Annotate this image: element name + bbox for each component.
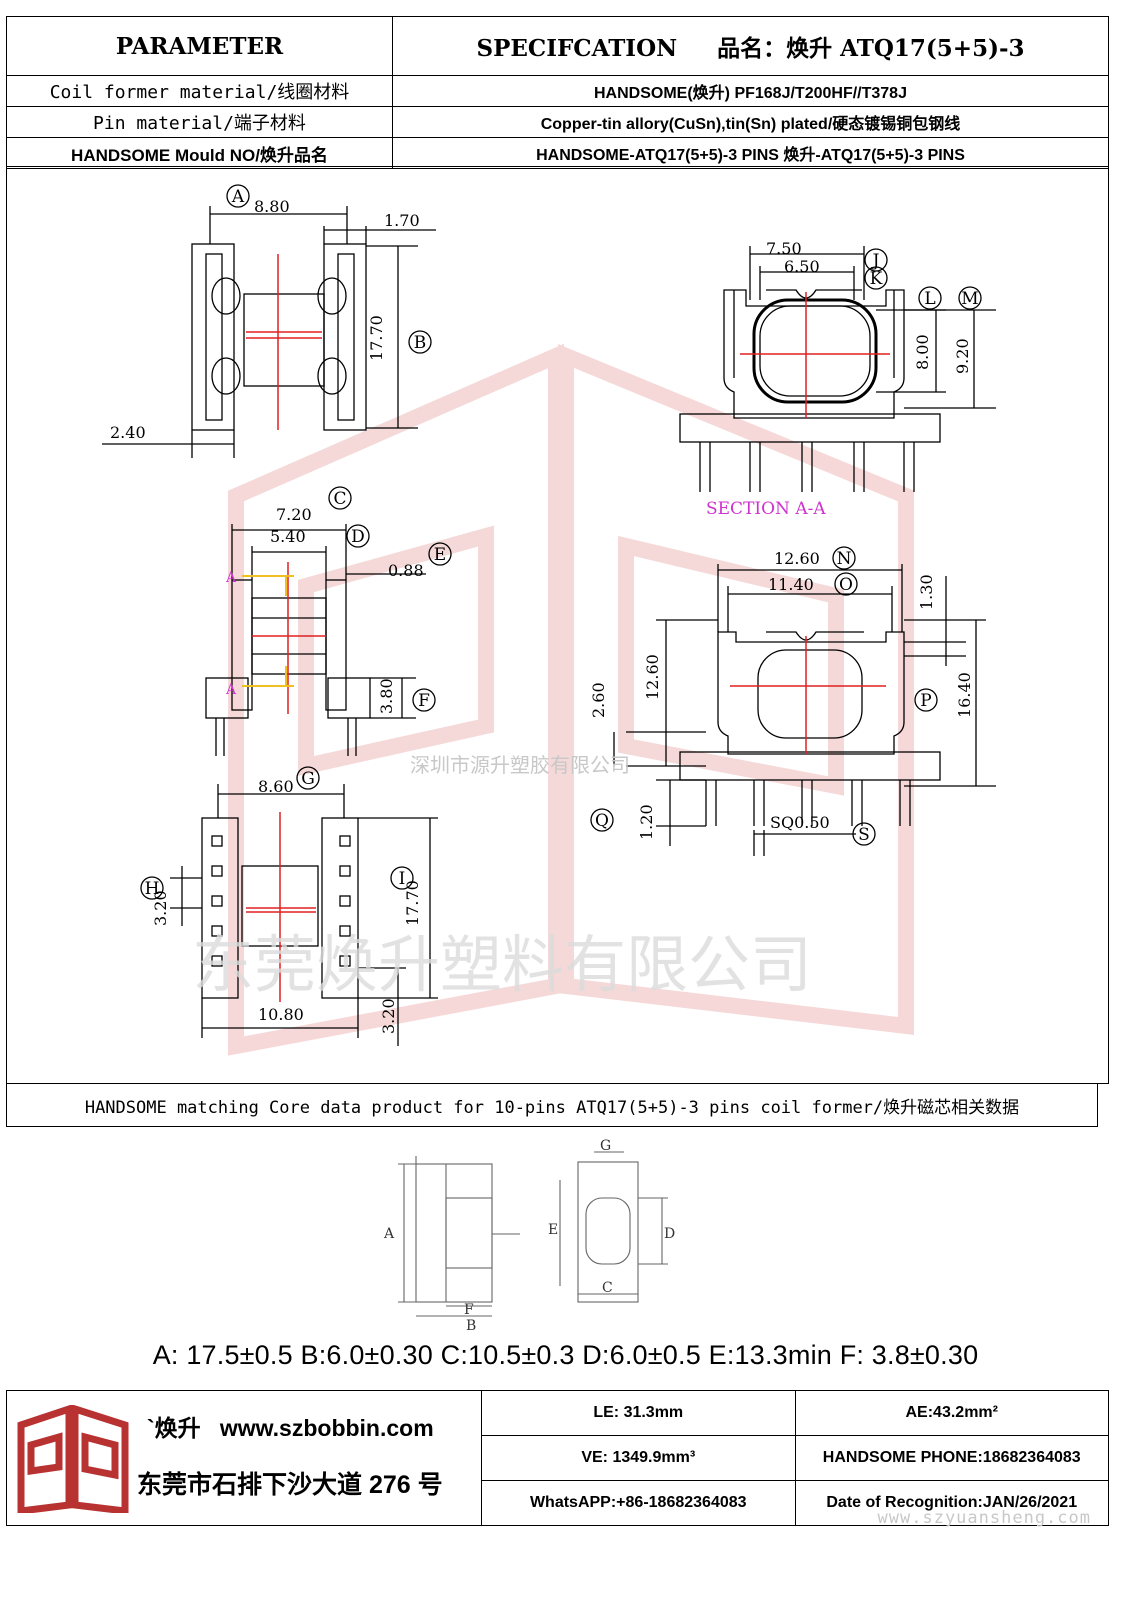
product-name: 品名：焕升 ATQ17(5+5)-3: [717, 35, 1025, 62]
core-label-d: D: [664, 1226, 675, 1242]
dim-left: 2.40: [110, 423, 146, 442]
dim-s: SQ0.50: [770, 813, 830, 832]
section-label: SECTION A-A: [706, 499, 826, 519]
letter-b: B: [414, 333, 427, 353]
core-label-a: A: [383, 1226, 395, 1242]
front-view: [102, 206, 436, 458]
letter-i: I: [399, 869, 406, 889]
letter-h: H: [145, 879, 160, 899]
dim-f: 3.80: [377, 678, 396, 714]
mould-no-label: HANDSOME Mould NO/焕升品名: [6, 137, 393, 169]
letter-n: N: [837, 549, 852, 569]
whatsapp-cell: WhatsAPP:+86-18682364083: [481, 1480, 796, 1526]
watermark-small: 深圳市源升塑胶有限公司: [410, 753, 630, 777]
dim-left-sm: 2.60: [589, 682, 608, 718]
dim-h: 3.20: [151, 890, 170, 926]
dim-p: 16.40: [955, 672, 974, 718]
core-label-b: B: [466, 1318, 476, 1332]
dim-n: 12.60: [774, 549, 820, 568]
dim-g: 8.60: [258, 777, 294, 796]
watermark-logo: [228, 343, 914, 1056]
dim-q: 1.20: [637, 804, 656, 840]
letter-s: S: [858, 825, 870, 845]
section-marker-top: A: [225, 570, 237, 586]
core-drawing: A B C D E F G: [383, 1138, 675, 1332]
side-view: [205, 524, 426, 756]
dim-k: 6.50: [784, 257, 820, 276]
front-view-right: [613, 564, 996, 856]
dim-bottom-h: 3.20: [379, 998, 398, 1034]
dim-c: 7.20: [276, 505, 312, 524]
letter-j: J: [871, 251, 880, 271]
core-data-title: HANDSOME matching Core data product for …: [6, 1083, 1098, 1127]
ve-cell: VE: 1349.9mm³: [481, 1435, 796, 1481]
letter-m: M: [961, 289, 978, 309]
letter-o: O: [839, 575, 853, 595]
letter-g: G: [301, 769, 315, 789]
letter-labels: A B C D E F G H I J K L M N O P Q S: [145, 187, 979, 899]
core-label-g: G: [600, 1138, 611, 1154]
phone-cell: HANDSOME PHONE:18682364083: [794, 1435, 1109, 1481]
dim-top-r: 1.30: [917, 574, 936, 610]
dim-j: 7.50: [766, 239, 802, 258]
letter-c: C: [333, 489, 346, 509]
letter-d: D: [351, 527, 365, 547]
core-values: A: 17.5±0.5 B:6.0±0.30 C:10.5±0.3 D:6.0±…: [152, 1340, 979, 1370]
date-cell: Date of Recognition:JAN/26/2021: [794, 1480, 1109, 1526]
pin-pads: [211, 835, 351, 967]
dim-left-h: 12.60: [643, 654, 662, 700]
section-arrows: [242, 575, 294, 687]
top-view: [170, 784, 438, 1046]
dim-d: 5.40: [270, 527, 306, 546]
dim-e: 0.88: [388, 561, 424, 580]
dim-b: 17.70: [367, 315, 386, 361]
letter-q: Q: [595, 811, 609, 831]
section-view: [679, 246, 996, 492]
technical-drawing: A B C D E F G H I J K L M N O P Q S 8.80…: [102, 184, 996, 1056]
brand-cell: `焕升 www.szbobbin.com 东莞市石排下沙大道 276 号: [6, 1390, 482, 1526]
dim-bottom-w: 10.80: [258, 1005, 304, 1024]
parameter-label: PARAMETER: [6, 16, 393, 76]
letter-e: E: [434, 545, 446, 565]
dim-a: 8.80: [254, 197, 290, 216]
watermark-site: www.szyuansheng.com: [877, 1508, 1091, 1528]
dim-side: 1.70: [384, 211, 420, 230]
core-label-e: E: [548, 1222, 558, 1238]
core-label-c: C: [602, 1280, 613, 1296]
letter-l: L: [924, 289, 935, 309]
dimension-labels: 8.80 1.70 2.40 7.20 5.40 0.88 8.60 10.80…: [110, 197, 974, 1034]
footer-table: `焕升 www.szbobbin.com 东莞市石排下沙大道 276 号 LE:…: [6, 1390, 1109, 1526]
dim-m: 9.20: [953, 338, 972, 374]
letter-a: A: [231, 187, 245, 207]
spec-label: SPECIFCATION: [476, 35, 678, 62]
letter-f: F: [418, 691, 430, 711]
centerlines: [246, 254, 890, 1002]
pin-material-label: Pin material/端子材料: [6, 106, 393, 138]
pin-material-value: Copper-tin allory(CuSn),tin(Sn) plated/硬…: [392, 106, 1109, 138]
dim-i: 17.70: [403, 880, 422, 926]
letter-p: P: [920, 691, 931, 711]
coil-material-label: Coil former material/线圈材料: [6, 75, 393, 107]
logo-icon: [17, 1405, 129, 1513]
le-cell: LE: 31.3mm: [481, 1390, 796, 1436]
mould-no-value: HANDSOME-ATQ17(5+5)-3 PINS 焕升-ATQ17(5+5)…: [392, 137, 1109, 169]
core-label-f: F: [464, 1302, 474, 1318]
spec-title: SPECIFCATION 品名：焕升 ATQ17(5+5)-3: [392, 16, 1109, 76]
watermark-large: 东莞焕升塑料有限公司: [192, 928, 812, 1001]
letter-k: K: [870, 269, 883, 289]
letter-circles: [140, 184, 982, 900]
address: 东莞市石排下沙大道 276 号: [137, 1471, 443, 1499]
brand-name: `焕升: [147, 1415, 201, 1441]
dim-l: 8.00: [913, 334, 932, 370]
header-table: PARAMETER SPECIFCATION 品名：焕升 ATQ17(5+5)-…: [6, 16, 1109, 169]
dim-o: 11.40: [768, 575, 814, 594]
section-marker-bottom: A: [225, 682, 237, 698]
website-link[interactable]: www.szbobbin.com: [219, 1415, 434, 1441]
ae-cell: AE:43.2mm²: [794, 1390, 1109, 1436]
coil-material-value: HANDSOME(焕升) PF168J/T200HF//T378J: [392, 75, 1109, 107]
